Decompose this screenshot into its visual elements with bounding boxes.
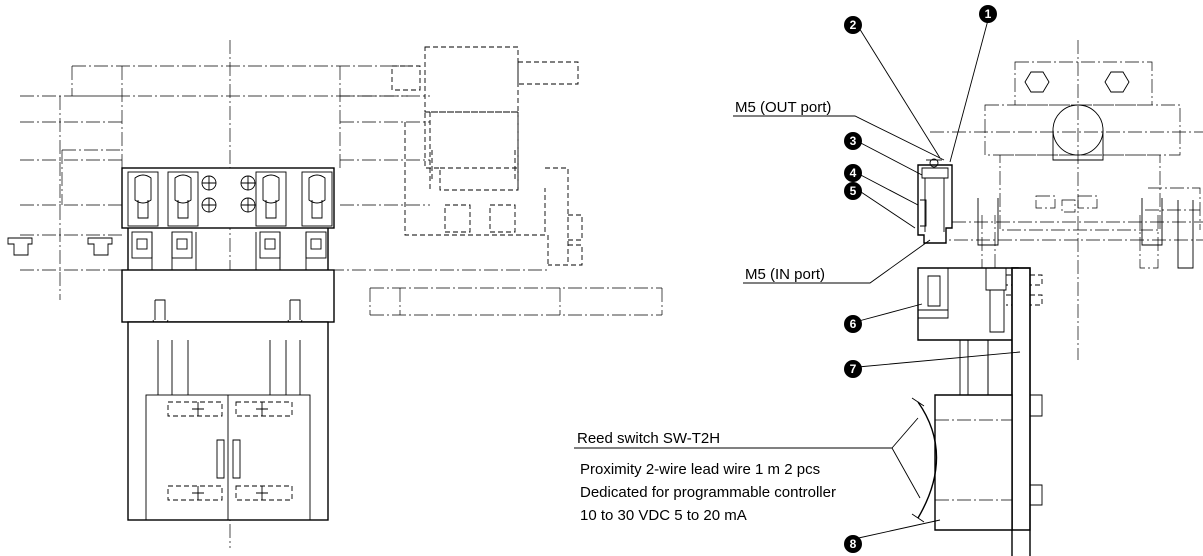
callout-3: 3 — [844, 132, 862, 150]
reed-switch-spec-line-1: Proximity 2-wire lead wire 1 m 2 pcs — [580, 461, 820, 478]
callout-number: 2 — [850, 18, 857, 32]
callout-6: 6 — [844, 315, 862, 333]
callout-8: 8 — [844, 535, 862, 553]
callout-number: 3 — [850, 134, 857, 148]
callout-number: 4 — [850, 166, 857, 180]
callout-5: 5 — [844, 182, 862, 200]
leader-lines — [574, 19, 1021, 540]
callout-1: 1 — [979, 5, 997, 23]
reed-switch-spec-line-3: 10 to 30 VDC 5 to 20 mA — [580, 507, 747, 524]
in-port-label: M5 (IN port) — [745, 266, 825, 283]
callout-number: 7 — [850, 362, 857, 376]
callout-4: 4 — [844, 164, 862, 182]
front-view — [7, 40, 663, 548]
callout-2: 2 — [844, 16, 862, 34]
out-port-label: M5 (OUT port) — [735, 99, 831, 116]
callout-number: 8 — [850, 537, 857, 551]
side-view — [911, 40, 1203, 556]
callout-number: 6 — [850, 317, 857, 331]
callout-7: 7 — [844, 360, 862, 378]
callout-number: 5 — [850, 184, 857, 198]
reed-switch-spec-line-2: Dedicated for programmable controller — [580, 484, 836, 501]
callout-number: 1 — [985, 7, 992, 21]
reed-switch-title: Reed switch SW-T2H — [577, 430, 720, 447]
